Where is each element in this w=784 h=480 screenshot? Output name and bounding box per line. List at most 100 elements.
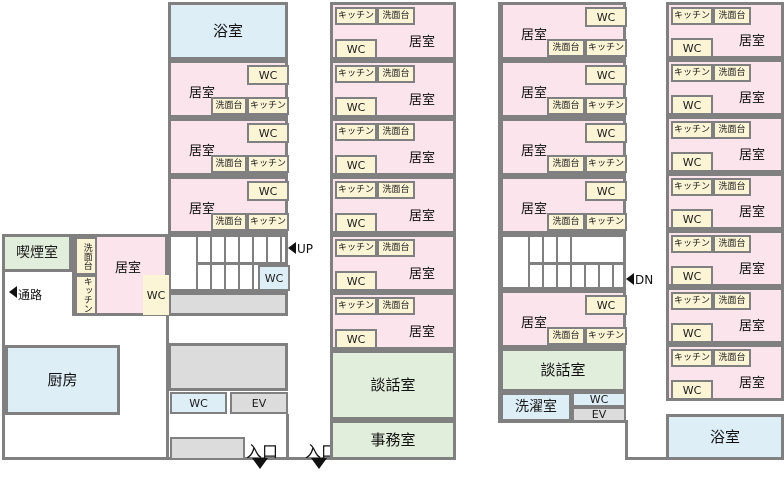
sink-rf-left-6[interactable]: 洗面台 (547, 327, 585, 345)
wc-rf-right-2[interactable]: WC (671, 95, 713, 115)
kitchen-rf-right-4[interactable]: キッチン (671, 178, 713, 196)
sink-rf-right-2[interactable]: 洗面台 (713, 64, 751, 82)
sink-left-1[interactable]: 洗面台 (211, 97, 247, 115)
wc-stair-left[interactable]: WC (258, 265, 290, 291)
room-unit-right-6[interactable]: キッチン 洗面台 WC 居室 (330, 292, 456, 350)
room-unit-rf-right-5[interactable]: キッチン 洗面台 WC 居室 (666, 230, 784, 287)
room-unit-right-4[interactable]: キッチン 洗面台 WC 居室 (330, 176, 456, 234)
wc-rf-right-7[interactable]: WC (671, 380, 713, 400)
room-unit-right-1[interactable]: キッチン 洗面台 WC 居室 (330, 2, 456, 60)
sink-rf-right-1[interactable]: 洗面台 (713, 7, 751, 25)
room-unit-rf-left-1[interactable]: WC 居室 洗面台 キッチン (500, 2, 627, 60)
sink-right-1[interactable]: 洗面台 (377, 7, 415, 25)
room-unit-rf-left-2[interactable]: WC 居室 洗面台 キッチン (500, 60, 627, 118)
room-unit-right-2[interactable]: キッチン 洗面台 WC 居室 (330, 60, 456, 118)
kitchen-rf-right-3[interactable]: キッチン (671, 121, 713, 139)
sink-rf-right-6[interactable]: 洗面台 (713, 292, 751, 310)
wc-rf-right-3[interactable]: WC (671, 152, 713, 172)
wc-right-5[interactable]: WC (335, 271, 377, 291)
room-bath-right[interactable]: 浴室 (666, 414, 784, 460)
room-unit-rf-right-1[interactable]: キッチン 洗面台 WC 居室 (666, 2, 784, 59)
ev-left[interactable]: EV (230, 392, 288, 414)
room-unit-west[interactable]: 洗面台 キッチン 居室 WC (72, 234, 169, 316)
sink-rf-left-1[interactable]: 洗面台 (547, 39, 585, 57)
kitchen-west[interactable]: キッチン (75, 275, 97, 315)
room-unit-right-5[interactable]: キッチン 洗面台 WC 居室 (330, 234, 456, 292)
kitchen-rf-right-5[interactable]: キッチン (671, 235, 713, 253)
sink-right-2[interactable]: 洗面台 (377, 65, 415, 83)
room-danwashitsu-left[interactable]: 談話室 (330, 350, 456, 420)
kitchen-rf-right-1[interactable]: キッチン (671, 7, 713, 25)
wc-rf-right-6[interactable]: WC (671, 323, 713, 343)
room-unit-right-3[interactable]: キッチン 洗面台 WC 居室 (330, 118, 456, 176)
room-danwashitsu-right[interactable]: 談話室 (500, 348, 626, 392)
kitchen-rf-left-2[interactable]: キッチン (585, 97, 627, 115)
room-unit-left-2[interactable]: WC 居室 洗面台 キッチン (168, 118, 289, 176)
kitchen-rf-left-3[interactable]: キッチン (585, 155, 627, 173)
sink-right-4[interactable]: 洗面台 (377, 181, 415, 199)
room-laundry[interactable]: 洗濯室 (500, 392, 572, 422)
kitchen-left-2[interactable]: キッチン (247, 155, 289, 173)
wc-right-6[interactable]: WC (335, 329, 377, 349)
room-unit-rf-left-6[interactable]: WC 居室 洗面台 キッチン (500, 290, 627, 348)
wc-west[interactable]: WC (143, 275, 169, 315)
kitchen-rf-left-4[interactable]: キッチン (585, 213, 627, 231)
wc-right-4[interactable]: WC (335, 213, 377, 233)
room-unit-rf-right-2[interactable]: キッチン 洗面台 WC 居室 (666, 59, 784, 116)
room-jimushitsu[interactable]: 事務室 (330, 420, 456, 460)
sink-right-5[interactable]: 洗面台 (377, 239, 415, 257)
sink-rf-left-4[interactable]: 洗面台 (547, 213, 585, 231)
sink-left-3[interactable]: 洗面台 (211, 213, 247, 231)
sink-rf-right-3[interactable]: 洗面台 (713, 121, 751, 139)
room-unit-rf-left-3[interactable]: WC 居室 洗面台 キッチン (500, 118, 627, 176)
wc-right-1[interactable]: WC (335, 39, 377, 59)
sink-rf-right-7[interactable]: 洗面台 (713, 349, 751, 367)
kitchen-rf-right-7[interactable]: キッチン (671, 349, 713, 367)
wc-rf-left-3[interactable]: WC (585, 123, 627, 143)
kitchen-rf-left-6[interactable]: キッチン (585, 327, 627, 345)
wc-rf-left-1[interactable]: WC (585, 7, 627, 27)
sink-rf-right-4[interactable]: 洗面台 (713, 178, 751, 196)
room-unit-rf-right-7[interactable]: キッチン 洗面台 WC 居室 (666, 344, 784, 401)
wc-service-right[interactable]: WC (572, 392, 626, 407)
room-unit-rf-right-3[interactable]: キッチン 洗面台 WC 居室 (666, 116, 784, 173)
sink-rf-left-3[interactable]: 洗面台 (547, 155, 585, 173)
room-bath-left[interactable]: 浴室 (168, 2, 288, 60)
sink-right-3[interactable]: 洗面台 (377, 123, 415, 141)
kitchen-right-3[interactable]: キッチン (335, 123, 377, 141)
kitchen-left-1[interactable]: キッチン (247, 97, 289, 115)
kitchen-right-4[interactable]: キッチン (335, 181, 377, 199)
wc-rf-left-2[interactable]: WC (585, 65, 627, 85)
kitchen-rf-right-6[interactable]: キッチン (671, 292, 713, 310)
room-unit-rf-right-4[interactable]: キッチン 洗面台 WC 居室 (666, 173, 784, 230)
room-unit-rf-left-4[interactable]: WC 居室 洗面台 キッチン (500, 176, 627, 234)
wc-rf-left-6[interactable]: WC (585, 295, 627, 315)
wc-service-left[interactable]: WC (170, 392, 227, 414)
wc-left-3[interactable]: WC (247, 181, 289, 201)
wc-rf-right-1[interactable]: WC (671, 38, 713, 58)
sink-left-2[interactable]: 洗面台 (211, 155, 247, 173)
sink-west[interactable]: 洗面台 (75, 237, 97, 275)
wc-right-2[interactable]: WC (335, 97, 377, 117)
wc-rf-right-4[interactable]: WC (671, 209, 713, 229)
kitchen-right-5[interactable]: キッチン (335, 239, 377, 257)
room-unit-left-1[interactable]: WC 居室 洗面台 キッチン (168, 60, 289, 118)
kitchen-rf-right-2[interactable]: キッチン (671, 64, 713, 82)
wc-rf-left-4[interactable]: WC (585, 181, 627, 201)
room-unit-left-3[interactable]: WC 居室 洗面台 キッチン (168, 176, 289, 234)
kitchen-right-2[interactable]: キッチン (335, 65, 377, 83)
room-chubo[interactable]: 厨房 (5, 345, 120, 415)
wc-left-1[interactable]: WC (247, 65, 289, 85)
wc-rf-right-5[interactable]: WC (671, 266, 713, 286)
kitchen-rf-left-1[interactable]: キッチン (585, 39, 627, 57)
room-smoking[interactable]: 喫煙室 (2, 234, 72, 272)
kitchen-right-6[interactable]: キッチン (335, 297, 377, 315)
room-unit-rf-right-6[interactable]: キッチン 洗面台 WC 居室 (666, 287, 784, 344)
wc-left-2[interactable]: WC (247, 123, 289, 143)
wc-right-3[interactable]: WC (335, 155, 377, 175)
sink-rf-left-2[interactable]: 洗面台 (547, 97, 585, 115)
kitchen-right-1[interactable]: キッチン (335, 7, 377, 25)
sink-rf-right-5[interactable]: 洗面台 (713, 235, 751, 253)
kitchen-left-3[interactable]: キッチン (247, 213, 289, 231)
sink-right-6[interactable]: 洗面台 (377, 297, 415, 315)
